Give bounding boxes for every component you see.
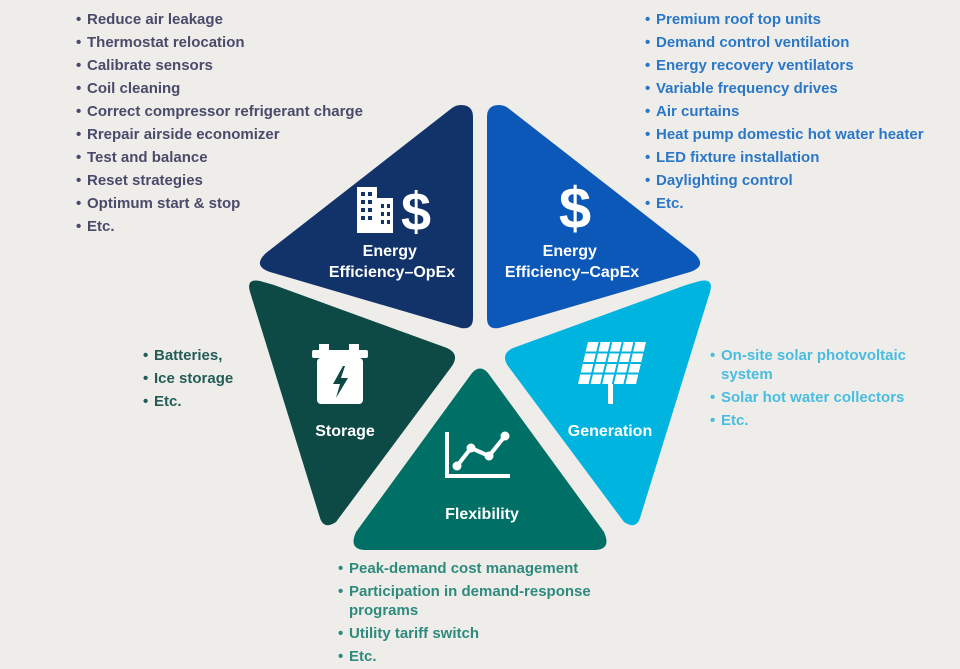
list-item: Daylighting control xyxy=(645,169,924,192)
segment-flexibility-label: Flexibility xyxy=(445,506,519,523)
list-item: Thermostat relocation xyxy=(76,31,363,54)
list-item: LED fixture installation xyxy=(645,146,924,169)
list-item: Rrepair airside economizer xyxy=(76,123,363,146)
segment-capex-label-line: Efficiency–CapEx xyxy=(505,264,639,281)
list-item: Demand control ventilation xyxy=(645,31,924,54)
capex-measures-list: Premium roof top units Demand control ve… xyxy=(645,8,924,215)
list-item: Coil cleaning xyxy=(76,77,363,100)
segment-capex: $ Energy Efficiency–CapEx xyxy=(487,105,701,329)
list-item: Utility tariff switch xyxy=(338,622,639,645)
battery-icon xyxy=(312,344,368,404)
segment-generation-label: Generation xyxy=(568,423,652,440)
list-item: Etc. xyxy=(338,645,639,668)
list-item: Air curtains xyxy=(645,100,924,123)
list-item: On-site solar photovoltaic system xyxy=(710,346,951,384)
list-item: Reset strategies xyxy=(76,169,363,192)
line-chart-icon xyxy=(445,431,510,478)
list-item: Batteries, xyxy=(143,344,233,367)
list-item: Solar hot water collectors xyxy=(710,386,951,409)
list-item: Heat pump domestic hot water heater xyxy=(645,123,924,146)
list-item: Ice storage xyxy=(143,367,233,390)
list-item: Reduce air leakage xyxy=(76,8,363,31)
list-item: Peak-demand cost management xyxy=(338,557,639,580)
list-item: Premium roof top units xyxy=(645,8,924,31)
opex-measures-list: Reduce air leakage Thermostat relocation… xyxy=(76,8,363,238)
solar-panel-icon xyxy=(578,341,646,404)
list-item: Etc. xyxy=(710,409,951,432)
list-item: Etc. xyxy=(143,390,233,413)
list-item: Variable frequency drives xyxy=(645,77,924,100)
list-item: Optimum start & stop xyxy=(76,192,363,215)
segment-flexibility-label-line: Flexibility xyxy=(445,506,519,523)
list-item: Etc. xyxy=(645,192,924,215)
segment-flexibility: Flexibility xyxy=(353,368,607,550)
segment-storage: Storage xyxy=(249,280,456,526)
segment-capex-label-line: Energy xyxy=(543,243,597,260)
list-item: Correct compressor refrigerant charge xyxy=(76,100,363,123)
dollar-icon: $ xyxy=(559,176,591,241)
segment-opex-label-line: Energy xyxy=(363,243,417,260)
segment-capex-shape xyxy=(487,105,701,329)
segment-opex-label-line: Efficiency–OpEx xyxy=(329,264,455,281)
generation-measures-list: On-site solar photovoltaic system Solar … xyxy=(710,344,951,432)
segment-generation-shape xyxy=(504,280,711,526)
storage-measures-list: Batteries, Ice storage Etc. xyxy=(143,344,233,413)
segment-generation: Generation xyxy=(504,280,711,526)
list-item: Etc. xyxy=(76,215,363,238)
svg-text:$: $ xyxy=(401,182,431,242)
segment-flexibility-shape xyxy=(353,368,607,550)
segment-opex: $ Energy Efficiency–OpEx xyxy=(259,105,473,329)
list-item: Participation in demand-response program… xyxy=(338,582,639,620)
segment-storage-label: Storage xyxy=(315,423,375,440)
segment-generation-label-line: Generation xyxy=(568,423,652,440)
list-item: Calibrate sensors xyxy=(76,54,363,77)
segment-capex-label: Energy Efficiency–CapEx xyxy=(505,243,639,281)
flexibility-measures-list: Peak-demand cost management Participatio… xyxy=(338,557,639,668)
segment-storage-label-line: Storage xyxy=(315,423,375,440)
segment-opex-label: Energy Efficiency–OpEx xyxy=(329,243,455,281)
list-item: Test and balance xyxy=(76,146,363,169)
list-item: Energy recovery ventilators xyxy=(645,54,924,77)
